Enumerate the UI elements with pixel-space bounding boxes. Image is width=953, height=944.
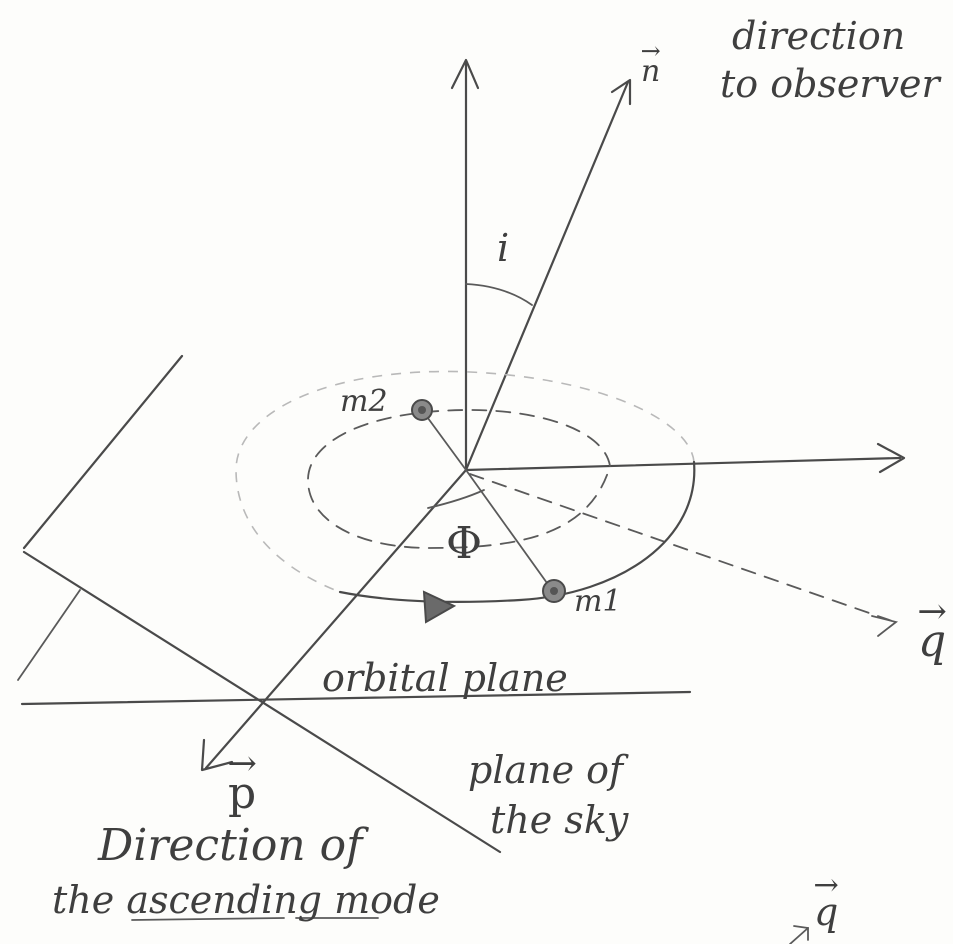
- inclination-arc: [465, 283, 533, 306]
- n-vector-line: [464, 80, 630, 472]
- orbit-direction-marker: [422, 590, 457, 624]
- q-vector-corner-text: q: [814, 890, 838, 934]
- to-observer-label: to observer: [720, 62, 940, 106]
- the-sky-label: the sky: [490, 798, 629, 842]
- phi-label: Φ: [446, 518, 483, 569]
- mode-word: mode: [334, 878, 440, 922]
- the-word: the: [52, 878, 115, 922]
- n-vector-arrowhead: [610, 78, 632, 106]
- orbital-plane-line: [20, 690, 692, 706]
- sky-plane-edge-short: [17, 589, 81, 681]
- m1-body-core: [550, 587, 558, 595]
- inclination-label: i: [497, 226, 510, 270]
- phi-arc: [427, 489, 485, 509]
- direction-label: direction: [732, 14, 906, 58]
- horizontal-axis: [464, 456, 902, 472]
- corner-q-arrowhead: [793, 925, 809, 941]
- ascending-word: ascending: [126, 878, 323, 922]
- corner-q-arrow-line: [789, 927, 809, 944]
- m1-radius-line: [465, 469, 553, 591]
- p-vector-arrowhead: [200, 738, 234, 772]
- n-vector-label: n: [641, 54, 660, 89]
- q-vector-corner-label: q: [814, 890, 838, 934]
- q-vector-arrowhead: [871, 615, 899, 637]
- outer-orbit-front: [338, 460, 696, 604]
- m2-body-core: [418, 406, 426, 414]
- ascending-underline: [131, 917, 285, 921]
- m2-label: m2: [340, 384, 388, 419]
- horizontal-axis-arrowhead: [876, 442, 906, 474]
- vertical-axis-arrowhead: [450, 58, 480, 90]
- sky-plane-edge-upper: [22, 354, 184, 550]
- p-vector-label: p: [228, 768, 256, 819]
- q-vector-dashed-line: [469, 473, 896, 623]
- outer-orbit-back-dashed: [235, 370, 695, 593]
- sky-plane-edge-lower: [22, 550, 502, 854]
- m1-label: m1: [574, 584, 622, 619]
- p-vector-text: p: [228, 768, 256, 819]
- n-vector-text: n: [641, 54, 660, 89]
- q-vector-text: q: [918, 616, 946, 667]
- plane-of-label: plane of: [468, 748, 624, 792]
- m2-radius-line: [421, 409, 467, 471]
- inner-orbit-dashed: [307, 409, 611, 549]
- ascending-node-label: the ascending mode: [52, 878, 440, 922]
- orbital-plane-label: orbital plane: [322, 656, 568, 700]
- p-vector-line: [204, 468, 468, 770]
- direction-of-label: Direction of: [98, 820, 363, 871]
- q-vector-label: q: [918, 616, 946, 667]
